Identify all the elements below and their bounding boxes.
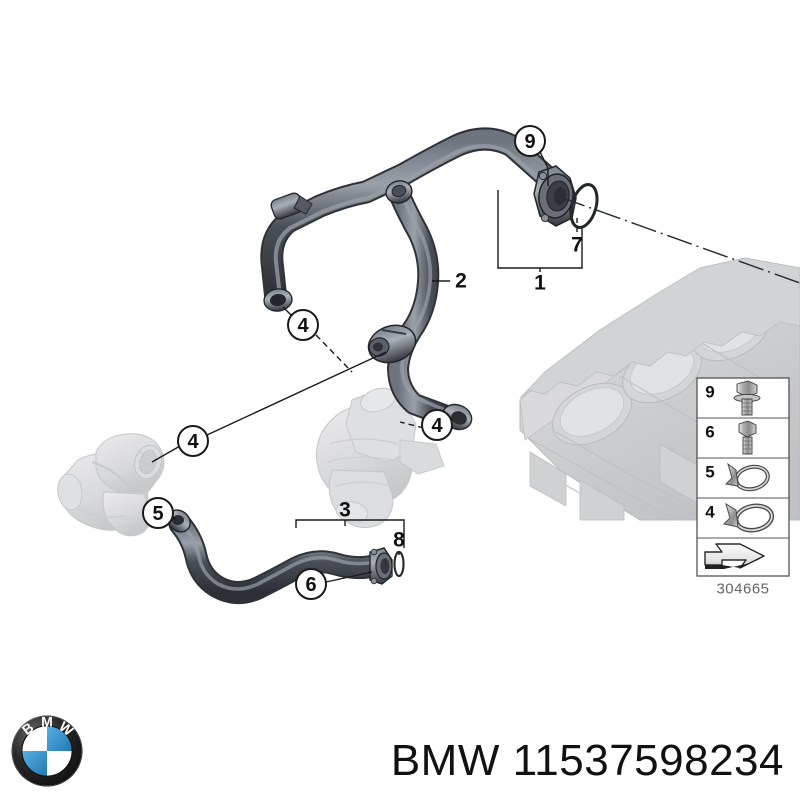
callout-2-label: 2 [455, 270, 467, 293]
legend-row-4-number: 4 [705, 503, 715, 522]
callout-1: 1 [534, 272, 546, 295]
callout-4-thermostat: 4 [177, 425, 209, 457]
brand-part-number: BMW 11537598234 [390, 736, 784, 785]
hex-bolt-icon [738, 420, 757, 455]
callout-8: 8 [393, 529, 405, 552]
callout-6-label: 6 [305, 574, 316, 596]
footer-bar: B M W BMW 11537598234 [0, 690, 800, 800]
legend-diagram-code: 304665 [716, 581, 769, 598]
pipe-mid-collar [270, 192, 313, 220]
legend-row-6-number: 6 [705, 423, 714, 442]
callout-1-label: 1 [534, 272, 546, 295]
bmw-logo: B M W [11, 714, 83, 787]
thermostat-housing-ghost [57, 433, 165, 537]
callout-3: 3 [339, 499, 351, 522]
callout-9: 9 [514, 125, 546, 157]
pipe-flange [533, 165, 577, 227]
legend-box: 9 6 [696, 377, 790, 577]
branch-elbow-cuff [367, 324, 417, 364]
callout-4-upper-label: 4 [297, 315, 309, 337]
callout-8-label: 8 [393, 529, 405, 552]
branch-eyelet [385, 180, 413, 204]
legend-row-arrow [704, 543, 765, 569]
legend-row-4: 4 [705, 502, 775, 533]
callout-7: 7 [571, 234, 583, 257]
callout-5: 5 [142, 497, 174, 529]
callout-4-lower-label: 4 [431, 415, 443, 437]
callout-9-label: 9 [524, 131, 535, 153]
block-arrow-icon [704, 543, 765, 569]
assembly-axis-line [559, 196, 800, 284]
callout-7-label: 7 [571, 234, 583, 257]
spring-hose-clamp-icon-4 [722, 502, 775, 533]
callout-3-label: 3 [339, 499, 351, 522]
spring-hose-clamp-icon-5 [724, 462, 770, 492]
lower-coolant-hose [167, 509, 405, 604]
callout-6: 6 [295, 568, 327, 600]
legend-row-6: 6 [705, 420, 757, 455]
callout-5-label: 5 [152, 503, 163, 525]
callout-2: 2 [455, 270, 467, 293]
water-pump-ghost [316, 387, 445, 529]
pipe-left-cuff [263, 288, 293, 312]
legend-row-9: 9 [705, 380, 761, 416]
legend-row-5: 5 [705, 462, 770, 492]
legend-row-5-number: 5 [705, 463, 714, 482]
legend-row-9-number: 9 [705, 383, 714, 402]
svg-text:M: M [41, 714, 53, 730]
oring-8 [393, 550, 405, 578]
callout-4-lower: 4 [421, 409, 453, 441]
flanged-hex-bolt-icon [733, 380, 761, 416]
callout-4-thermostat-label: 4 [187, 431, 199, 453]
hose-right-flange [369, 547, 405, 585]
oring-7 [569, 183, 599, 229]
callout-4-upper: 4 [287, 309, 319, 341]
